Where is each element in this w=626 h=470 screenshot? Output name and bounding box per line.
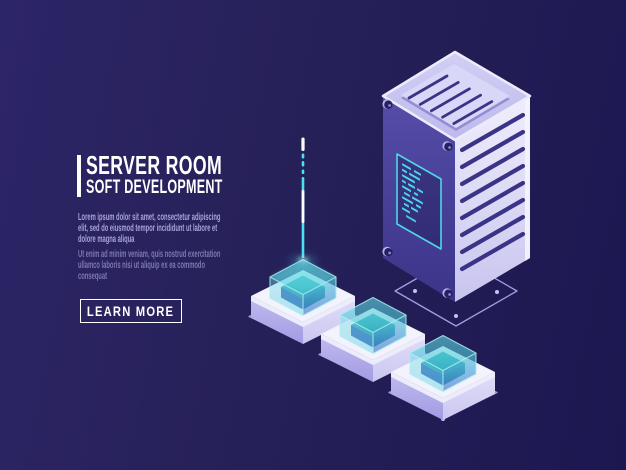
- intro-paragraph-line: dolore magna aliqua: [78, 233, 135, 245]
- screen-code: [402, 163, 423, 223]
- secondary-paragraph: Ut enim ad minim veniam, quis nostrud ex…: [78, 249, 221, 282]
- secondary-paragraph-line: ullamco laboris nisi ut aliquip ex ea co…: [78, 259, 205, 271]
- intro-paragraph-line: Lorem ipsum dolor sit amet, consectetur …: [78, 212, 221, 223]
- server-tower: [381, 50, 532, 302]
- data-beam: [270, 137, 336, 295]
- intro-paragraph: Lorem ipsum dolor sit amet, consectetur …: [78, 212, 221, 245]
- page-title: SERVER ROOM: [86, 150, 223, 180]
- secondary-paragraph-line: consequat: [78, 270, 108, 282]
- server-left-face: [383, 96, 455, 302]
- server-right-edge-highlight: [525, 96, 530, 261]
- learn-more-button[interactable]: LEARN MORE: [80, 299, 182, 323]
- screw-icon: [442, 288, 453, 298]
- screw-icon: [382, 246, 393, 257]
- screw-icon: [382, 99, 393, 109]
- secondary-paragraph-line: Ut enim ad minim veniam, quis nostrud ex…: [78, 249, 221, 260]
- beam-impact-highlight: [270, 259, 336, 295]
- title-accent-bar: [77, 155, 81, 197]
- intro-paragraph-line: elit, sed do eiusmod tempor incididunt u…: [78, 222, 218, 234]
- page-subtitle: SOFT DEVELOPMENT: [86, 177, 223, 198]
- screw-icon: [442, 141, 453, 151]
- server-base-wireframe: [394, 255, 518, 327]
- server-side-vents: [459, 112, 526, 272]
- server-top-vent-slats: [407, 74, 494, 125]
- learn-more-label: LEARN MORE: [87, 303, 175, 319]
